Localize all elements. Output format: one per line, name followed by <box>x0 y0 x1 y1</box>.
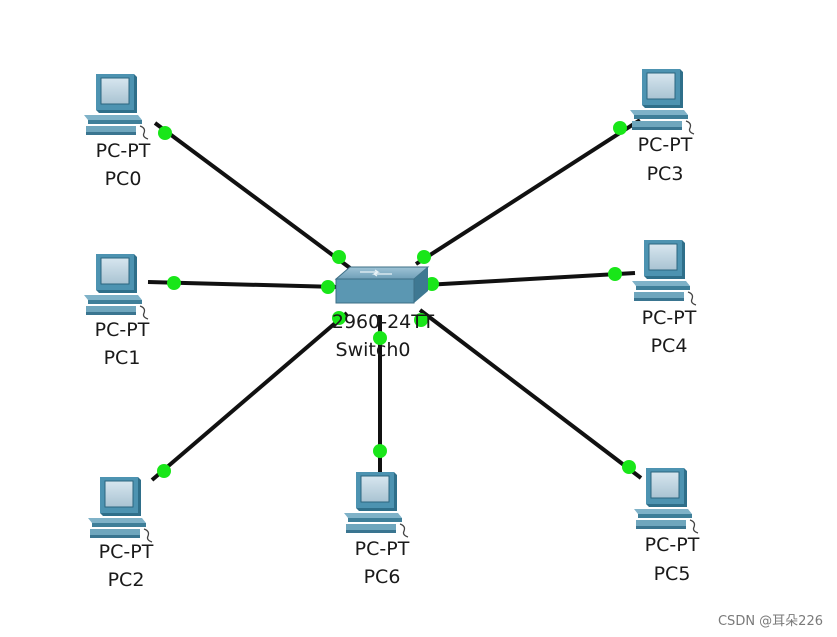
link-pc2-switch[interactable] <box>150 311 349 482</box>
pc-icon <box>83 73 149 140</box>
link-status-dot <box>373 331 387 345</box>
pc-node-pc2[interactable]: PC-PT PC2 <box>87 476 154 591</box>
pc-node-pc6[interactable]: PC-PT PC6 <box>343 471 410 588</box>
pc-icon <box>629 68 695 135</box>
watermark: CSDN @耳朵226 <box>717 614 823 629</box>
pc-node-pc0[interactable]: PC-PT PC0 <box>83 73 151 190</box>
pc-node-pc4[interactable]: PC-PT PC4 <box>631 239 697 357</box>
link-status-dot <box>417 250 431 264</box>
pc-node-pc1[interactable]: PC-PT PC1 <box>83 253 150 369</box>
pc-name-label: PC1 <box>104 347 141 369</box>
pc-node-pc3[interactable]: PC-PT PC3 <box>629 68 695 185</box>
link-pc4-switch[interactable] <box>424 271 636 287</box>
link-status-dot <box>414 313 428 327</box>
link-status-dot <box>373 444 387 458</box>
switch-model-label: 2960-24TT <box>332 311 435 333</box>
link-status-dot <box>167 276 181 290</box>
pc-icon <box>633 467 699 534</box>
link-status-dot <box>608 267 622 281</box>
pc-type-label: PC-PT <box>96 140 151 162</box>
pc-name-label: PC3 <box>647 163 684 185</box>
link-pc3-switch[interactable] <box>414 118 642 266</box>
link-status-dots <box>157 121 636 478</box>
link-status-dot <box>321 280 335 294</box>
pc-icon <box>343 471 409 538</box>
switch-node[interactable]: 2960-24TT Switch0 <box>332 266 435 361</box>
pc-type-label: PC-PT <box>638 134 693 156</box>
link-status-dot <box>425 277 439 291</box>
pc-type-label: PC-PT <box>642 307 697 329</box>
pc-icon <box>83 253 149 320</box>
pc-node-pc5[interactable]: PC-PT PC5 <box>633 467 700 585</box>
pc-name-label: PC2 <box>108 569 145 591</box>
switch-name-label: Switch0 <box>336 339 411 361</box>
pc-icon <box>87 476 153 543</box>
pc-name-label: PC5 <box>654 563 691 585</box>
pc-type-label: PC-PT <box>355 538 410 560</box>
link-status-dot <box>622 460 636 474</box>
pc-icon <box>631 239 697 306</box>
pc-type-label: PC-PT <box>99 541 154 563</box>
link-status-dot <box>158 126 172 140</box>
pc-name-label: PC6 <box>364 566 401 588</box>
link-status-dot <box>613 121 627 135</box>
switch-icon <box>335 266 429 304</box>
link-pc0-switch[interactable] <box>153 121 352 270</box>
link-status-dot <box>332 250 346 264</box>
pc-name-label: PC0 <box>105 168 142 190</box>
link-status-dot <box>332 311 346 325</box>
link-status-dot <box>157 464 171 478</box>
pc-type-label: PC-PT <box>645 534 700 556</box>
pc-type-label: PC-PT <box>95 319 150 341</box>
pc-name-label: PC4 <box>651 335 688 357</box>
link-pc5-switch[interactable] <box>418 308 643 480</box>
